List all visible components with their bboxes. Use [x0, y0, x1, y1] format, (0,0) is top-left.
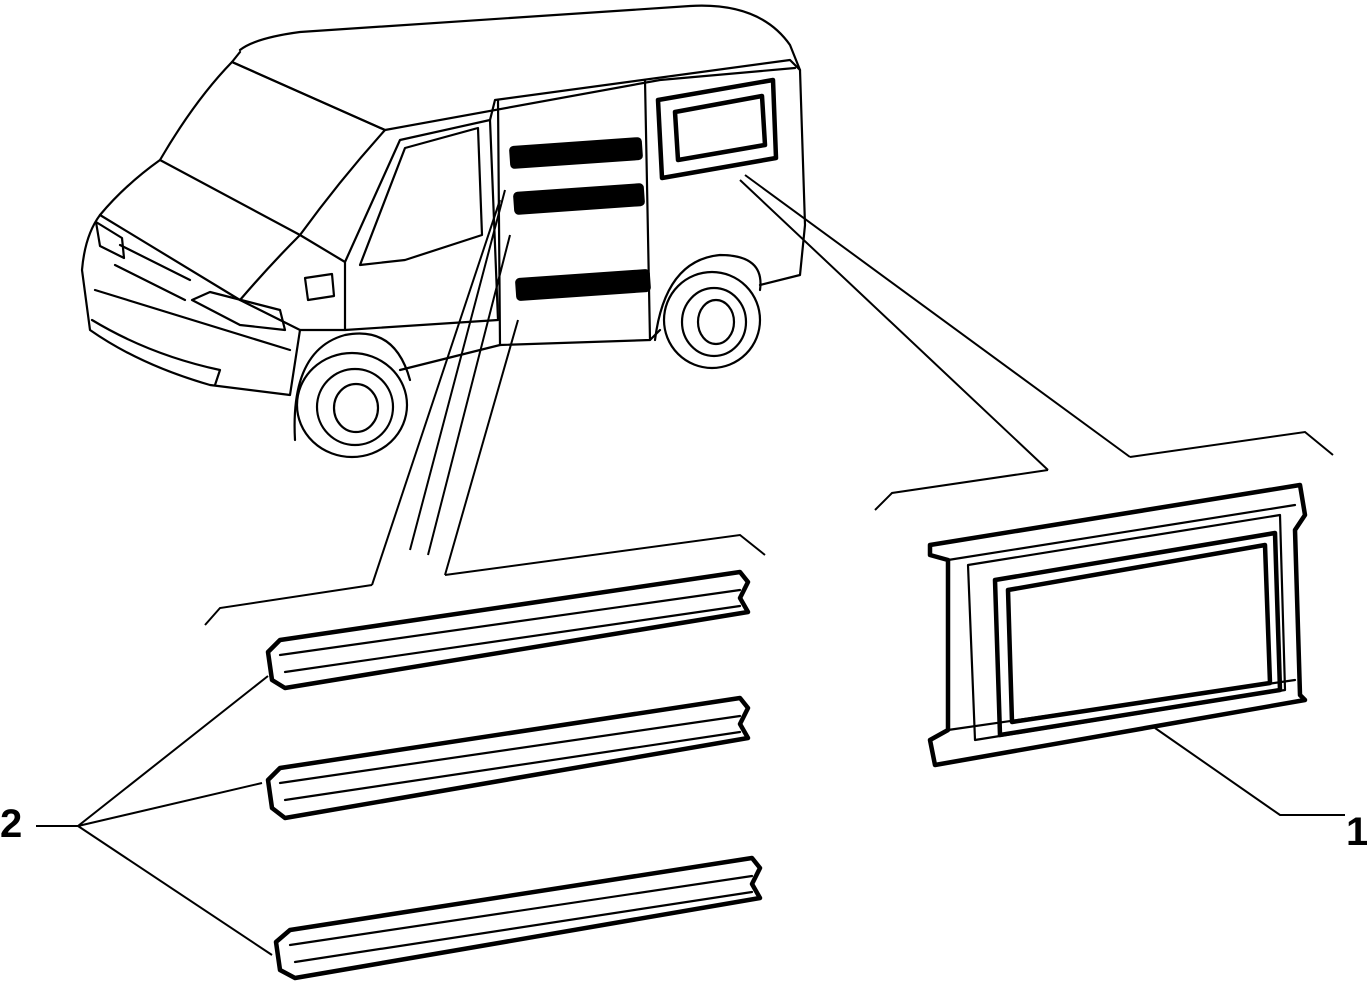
van-cab-window	[358, 126, 484, 267]
van-front	[80, 213, 302, 397]
van-front-wheel	[293, 332, 412, 459]
van-grille	[93, 243, 292, 352]
callout-line-1	[1154, 727, 1345, 816]
van-side-door	[496, 78, 652, 347]
van-hood	[98, 158, 302, 302]
van-illustration	[80, 4, 807, 459]
callout-lines	[36, 675, 1345, 956]
strips-bracket	[204, 533, 766, 626]
van-mirror	[303, 272, 336, 302]
van-window-frame	[655, 77, 779, 181]
van-bumper	[90, 318, 222, 387]
strip-part-middle	[265, 695, 751, 821]
callout-line-2b	[77, 782, 263, 827]
van-body-side	[488, 58, 807, 287]
van-windshield	[158, 60, 387, 237]
leader-lines	[204, 174, 1334, 626]
van-window-inner	[672, 93, 768, 163]
van-strip-middle	[513, 183, 645, 215]
van-rocker	[398, 328, 662, 372]
van-headlight-left	[94, 220, 126, 260]
strip-part-upper	[265, 569, 751, 691]
window-frame-part	[927, 482, 1308, 768]
callout-line-2c	[77, 825, 273, 956]
callout-label-2: 2	[0, 802, 23, 846]
van-strip-lower	[515, 269, 651, 301]
callout-label-1: 1	[1346, 810, 1367, 854]
van-strip-upper	[509, 137, 643, 169]
van-roof	[238, 4, 802, 72]
strip-part-lower	[273, 855, 763, 981]
van-rear-wheel	[653, 253, 762, 370]
van-headlight-right	[190, 290, 287, 332]
frame-bracket	[874, 430, 1334, 511]
callout-line-2a	[36, 675, 269, 827]
